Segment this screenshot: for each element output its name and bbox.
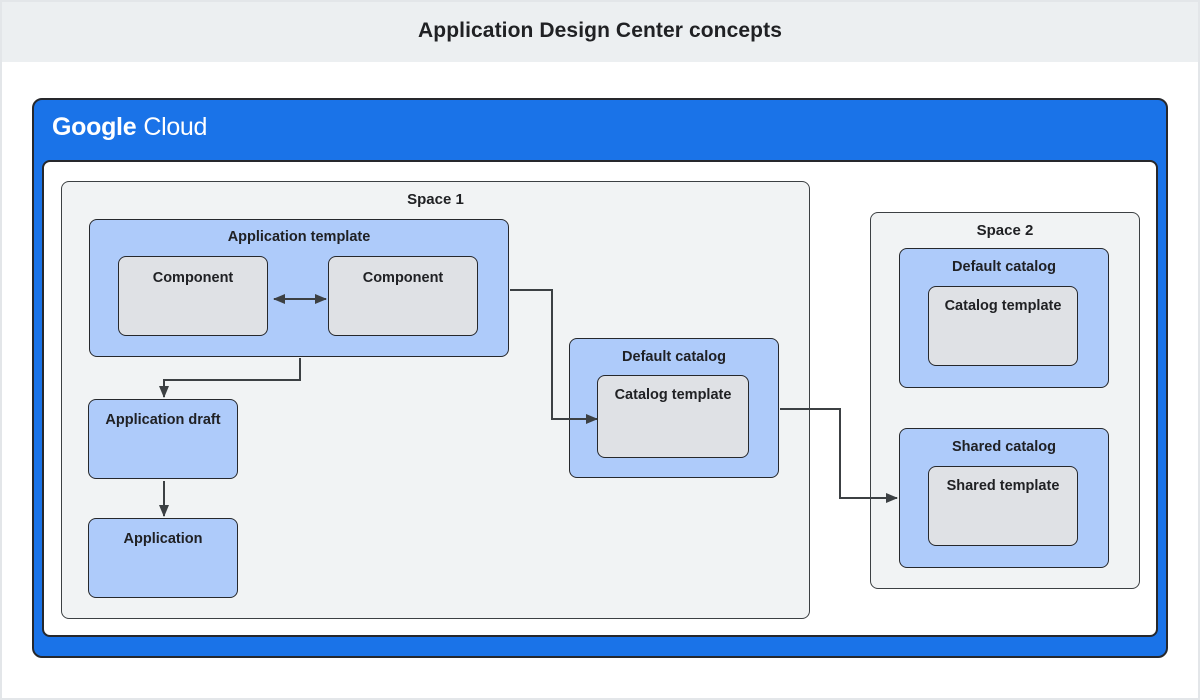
- space2-default-catalog-label: Default catalog: [952, 259, 1056, 275]
- space2-container: Space 2 Default catalog Catalog template…: [870, 212, 1140, 589]
- space2-shared-catalog-box: Shared catalog Shared template: [899, 428, 1109, 568]
- space2-label: Space 2: [976, 222, 1034, 239]
- logo-google-word: Google: [52, 113, 137, 141]
- space2-catalog-template-box: Catalog template: [928, 286, 1078, 366]
- space1-default-catalog-label: Default catalog: [622, 349, 726, 365]
- logo-cloud-word: Cloud: [143, 113, 208, 141]
- space2-shared-template-box: Shared template: [928, 466, 1078, 546]
- application-draft-label: Application draft: [105, 412, 221, 428]
- space1-default-catalog-box: Default catalog Catalog template: [569, 338, 779, 478]
- space1-label: Space 1: [407, 191, 464, 208]
- page-title: Application Design Center concepts: [418, 19, 782, 42]
- space2-shared-template-label: Shared template: [946, 478, 1060, 494]
- space2-default-catalog-box: Default catalog Catalog template: [899, 248, 1109, 388]
- component-right-box: Component: [328, 256, 478, 336]
- application-template-box: Application template Component Component: [89, 219, 509, 357]
- space1-catalog-template-box: Catalog template: [597, 375, 749, 458]
- title-band: Application Design Center concepts: [0, 0, 1200, 62]
- application-template-label: Application template: [227, 229, 371, 245]
- space1-container: Space 1 Application template Component C…: [61, 181, 810, 619]
- project-panel: Space 1 Application template Component C…: [42, 160, 1158, 637]
- component-left-label: Component: [152, 270, 234, 286]
- space2-shared-catalog-label: Shared catalog: [952, 439, 1056, 455]
- application-box: Application: [88, 518, 238, 598]
- application-label: Application: [123, 531, 203, 547]
- space1-catalog-template-label: Catalog template: [614, 387, 732, 403]
- application-draft-box: Application draft: [88, 399, 238, 479]
- component-right-label: Component: [362, 270, 444, 286]
- space2-catalog-template-label: Catalog template: [944, 298, 1062, 314]
- component-left-box: Component: [118, 256, 268, 336]
